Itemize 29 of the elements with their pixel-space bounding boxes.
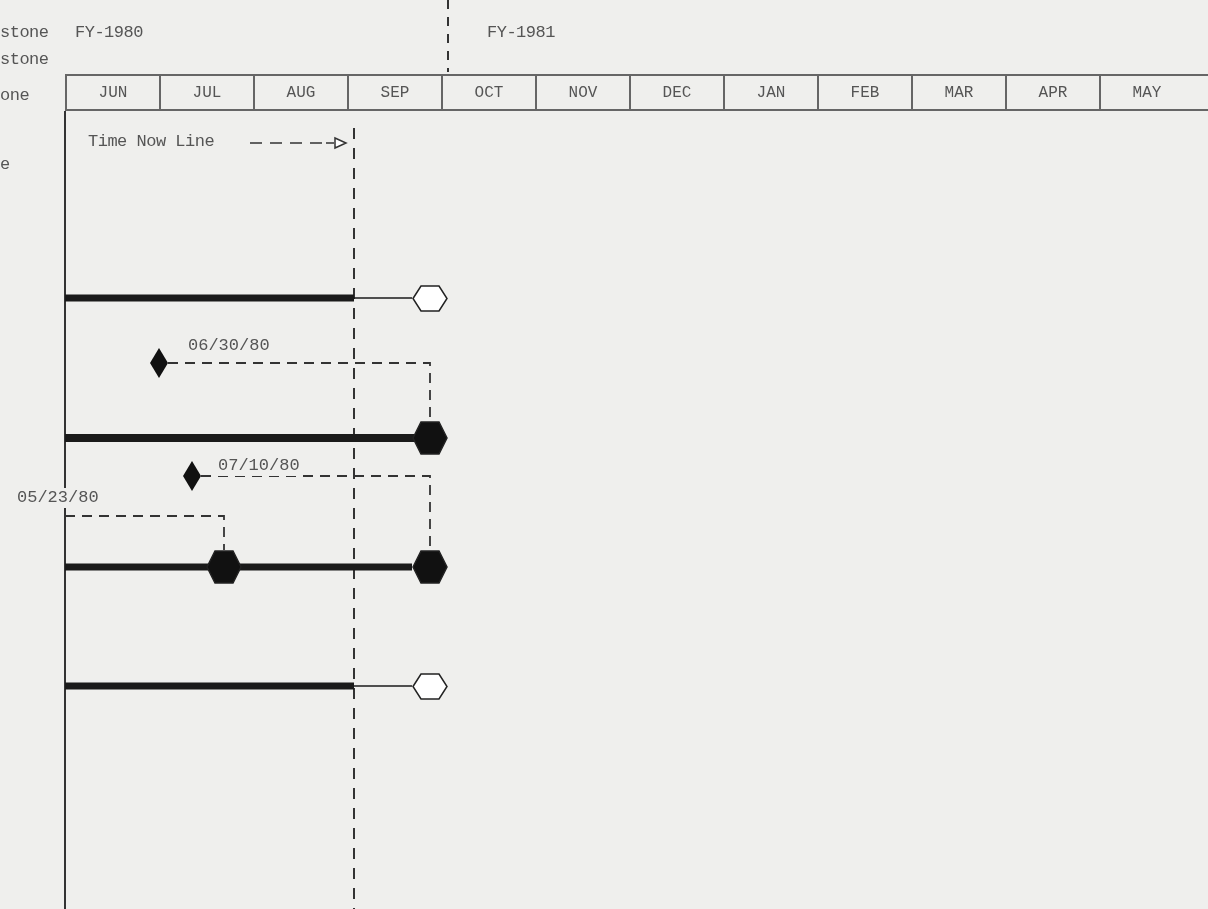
completed-milestone-hexagon [412,421,448,455]
date-label: 05/23/80 [16,488,100,508]
completed-milestone-hexagon [206,550,242,584]
date-label: 07/10/80 [217,456,301,476]
month-cell: JUN [65,76,159,109]
milestone-diamond [183,461,201,491]
month-cell: JUL [159,76,253,109]
month-cell: MAY [1099,76,1193,109]
fiscal-year-label: FY-1981 [487,23,555,43]
milestone-hexagon [412,284,448,312]
row-label: e [0,155,10,175]
row-label: stone [0,50,49,70]
time-now-label: Time Now Line [88,132,215,152]
month-cell: AUG [253,76,347,109]
month-cell: OCT [441,76,535,109]
month-cell: NOV [535,76,629,109]
row-label: one [0,86,30,106]
month-cell: MAR [911,76,1005,109]
milestone-diamond [150,348,168,378]
milestone-hexagon [412,672,448,700]
month-cell: APR [1005,76,1099,109]
fiscal-year-label: FY-1980 [75,23,143,43]
month-cell: JAN [723,76,817,109]
dashed-connector [64,515,225,551]
month-cell: SEP [347,76,441,109]
row-label: stone [0,23,49,43]
completed-milestone-hexagon [412,550,448,584]
month-cell: DEC [629,76,723,109]
month-cell: FEB [817,76,911,109]
